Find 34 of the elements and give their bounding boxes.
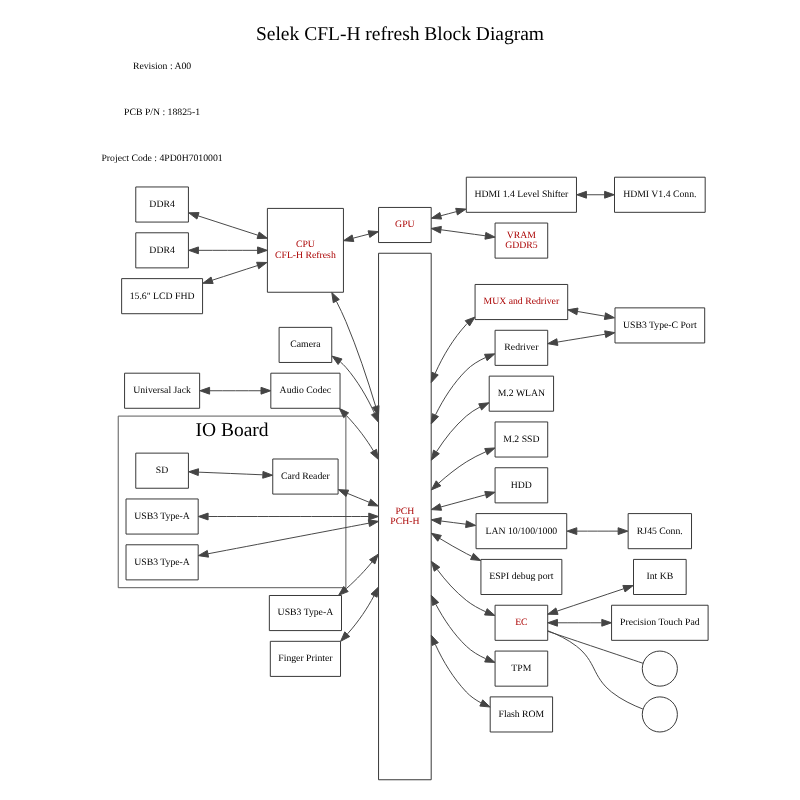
arrow [188,212,268,240]
arrow [338,553,379,596]
arrow [430,447,496,491]
connector [547,630,644,664]
node-circle [641,650,678,687]
arrow [567,307,616,320]
arrow [430,532,482,562]
arrow [430,316,476,384]
arrow [430,517,477,529]
arrow [343,230,379,242]
arrow [430,225,496,240]
arrow [430,353,496,425]
arrow [197,519,379,558]
arrow [430,594,496,663]
arrow [547,330,616,346]
arrow [430,634,491,708]
arrow [340,586,379,642]
arrow [337,489,379,507]
arrow [188,246,268,255]
arrow [430,402,490,461]
arrow [202,261,268,284]
arrow [430,207,467,220]
connector [547,630,644,710]
arrow [430,560,496,616]
arrow [547,584,634,615]
diagram-title: Selek CFL-H refresh Block Diagram [255,23,545,46]
arrow [566,527,629,536]
arrow [199,386,272,395]
arrow [547,618,613,627]
arrow [430,491,496,511]
node-circle [641,696,678,733]
arrow [188,468,274,479]
arrow [576,190,615,199]
arrow [197,512,379,521]
